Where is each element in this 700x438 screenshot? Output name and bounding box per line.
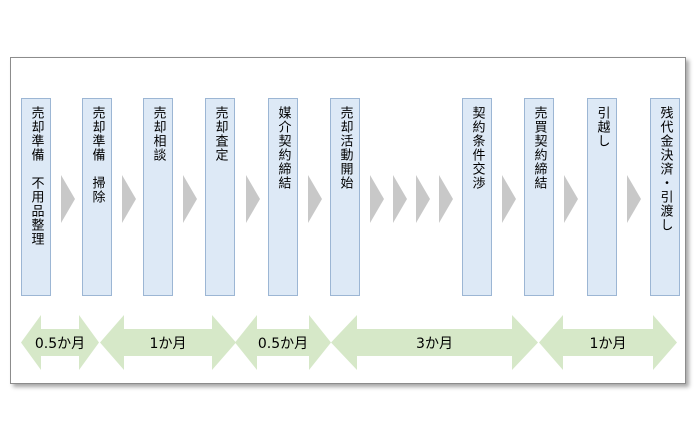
duration-label: 1か月 (149, 335, 187, 352)
chevron-right-icon (246, 175, 260, 223)
double-arrow-icon (21, 315, 99, 370)
step-label: 媒介契約締結 (275, 106, 291, 190)
chevron-right-icon (393, 175, 407, 223)
duration-label: 0.5か月 (257, 335, 309, 352)
step-sales-start: 売却活動開始 (330, 98, 360, 296)
step-label: 売却準備 不用品整理 (28, 106, 44, 246)
step-brokerage-contract: 媒介契約締結 (268, 98, 298, 296)
double-arrow-icon (100, 315, 236, 370)
duration-label: 0.5か月 (34, 335, 86, 352)
step-label: 売買契約締結 (531, 106, 547, 190)
chevron-right-icon (308, 175, 322, 223)
chevron-right-icon (502, 175, 516, 223)
duration-label: 3か月 (416, 335, 453, 352)
step-sales-contract: 売買契約締結 (524, 98, 554, 296)
step-negotiation: 契約条件交渉 (462, 98, 492, 296)
chevron-right-icon (61, 175, 75, 223)
chevron-right-icon (122, 175, 136, 223)
step-appraisal: 売却査定 (205, 98, 235, 296)
chevron-right-icon (564, 175, 578, 223)
step-moving: 引越し (587, 98, 617, 296)
chevron-right-icon (416, 175, 430, 223)
duration-arrow: 1か月 (100, 315, 236, 370)
step-label: 契約条件交渉 (469, 106, 485, 190)
duration-arrow: 1か月 (539, 315, 677, 370)
step-label: 残代金決済・引渡し (657, 106, 673, 232)
step-prep-cleaning: 売却準備 掃除 (82, 98, 112, 296)
duration-arrow: 0.5か月 (235, 315, 331, 370)
step-label: 引越し (594, 106, 610, 148)
step-consultation: 売却相談 (143, 98, 173, 296)
double-arrow-icon (331, 315, 538, 370)
step-label: 売却活動開始 (337, 106, 353, 190)
double-arrow-icon (235, 315, 331, 370)
duration-arrow: 0.5か月 (21, 315, 99, 370)
duration-label: 1か月 (589, 335, 627, 352)
chevron-right-icon (627, 175, 641, 223)
chevron-right-icon (439, 175, 453, 223)
step-label: 売却準備 掃除 (89, 106, 105, 204)
duration-arrow: 3か月 (331, 315, 538, 370)
chevron-right-icon (370, 175, 384, 223)
step-label: 売却相談 (150, 106, 166, 162)
timeline-diagram: 売却準備 不用品整理 売却準備 掃除 売却相談 売却査定 媒介契約締結 売却活動… (10, 57, 686, 384)
step-label: 売却査定 (212, 106, 228, 162)
step-settlement: 残代金決済・引渡し (650, 98, 680, 296)
double-arrow-icon (539, 315, 677, 370)
chevron-right-icon (183, 175, 197, 223)
step-prep-decluttering: 売却準備 不用品整理 (21, 98, 51, 296)
